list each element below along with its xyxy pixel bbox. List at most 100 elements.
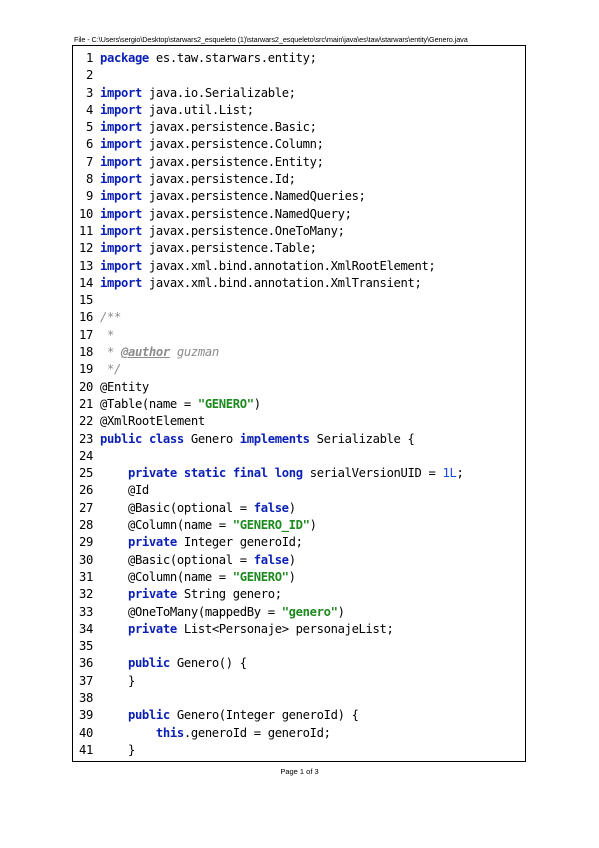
line-number: 8 bbox=[86, 172, 93, 187]
code-token bbox=[142, 432, 149, 446]
code-line: 18 * @author guzman bbox=[73, 344, 525, 361]
line-number: 14 bbox=[79, 275, 93, 290]
code-line: 32 private String genero; bbox=[73, 586, 525, 603]
code-token: import bbox=[100, 223, 142, 238]
line-number: 39 bbox=[79, 708, 93, 723]
line-number: 4 bbox=[86, 102, 93, 117]
code-token: import bbox=[100, 258, 142, 273]
code-text: import javax.persistence.Column; bbox=[100, 136, 324, 153]
code-token: /** bbox=[100, 310, 121, 325]
code-line: 2 bbox=[73, 67, 525, 84]
code-token: @Column(name = bbox=[100, 518, 233, 533]
line-number: 5 bbox=[86, 120, 93, 135]
code-line: 22@XmlRootElement bbox=[73, 413, 525, 430]
code-line: 10 import javax.persistence.NamedQuery; bbox=[73, 206, 525, 223]
code-token: ) bbox=[288, 552, 296, 567]
line-number: 10 bbox=[79, 206, 93, 221]
code-token: "GENERO" bbox=[197, 396, 254, 411]
code-token: Integer generoId; bbox=[176, 535, 303, 550]
code-line: 1 package es.taw.starwars.entity; bbox=[73, 50, 525, 67]
code-text: @Column(name = "GENERO") bbox=[100, 569, 296, 586]
code-token: } bbox=[100, 742, 135, 757]
code-line: 29 private Integer generoId; bbox=[73, 534, 525, 551]
code-token: ) bbox=[288, 500, 296, 515]
code-line: 26 @Id bbox=[73, 482, 525, 499]
code-token: es.taw.starwars.entity; bbox=[148, 51, 317, 65]
code-token: ) bbox=[253, 396, 261, 411]
code-line: 40 this.generoId = generoId; bbox=[73, 725, 525, 742]
code-text: import javax.xml.bind.annotation.XmlTran… bbox=[100, 275, 422, 292]
code-token: * bbox=[100, 327, 114, 342]
code-token: import bbox=[100, 120, 142, 135]
code-token: String genero; bbox=[176, 587, 282, 602]
line-number: 40 bbox=[79, 725, 93, 740]
code-text: /** bbox=[100, 309, 121, 326]
code-token bbox=[100, 466, 128, 480]
code-token: javax.persistence.Entity; bbox=[141, 154, 324, 169]
code-text: @XmlRootElement bbox=[100, 413, 205, 430]
code-token: serialVersionUID = bbox=[302, 466, 443, 481]
line-number: 26 bbox=[79, 483, 93, 498]
code-text: private String genero; bbox=[100, 586, 282, 603]
code-line: 4 import java.util.List; bbox=[73, 102, 525, 119]
code-token: } bbox=[100, 673, 135, 688]
line-number: 29 bbox=[79, 535, 93, 550]
code-token: package bbox=[100, 51, 149, 65]
code-text: package es.taw.starwars.entity; bbox=[100, 50, 317, 67]
code-text: public Genero() { bbox=[100, 655, 247, 672]
code-token: @Basic(optional = bbox=[100, 500, 254, 515]
code-token: final bbox=[232, 466, 268, 481]
line-number: 13 bbox=[79, 258, 93, 273]
line-number: 27 bbox=[79, 500, 93, 515]
page-number: Page 1 of 3 bbox=[280, 767, 319, 776]
code-token: ; bbox=[456, 466, 464, 481]
code-token: import bbox=[100, 206, 142, 221]
code-line: 20@Entity bbox=[73, 379, 525, 396]
line-number: 32 bbox=[79, 587, 93, 602]
code-text: @Table(name = "GENERO") bbox=[100, 396, 261, 413]
code-token: javax.persistence.Column; bbox=[141, 137, 324, 152]
code-text: private List<Personaje> personajeList; bbox=[100, 621, 394, 638]
code-text: private Integer generoId; bbox=[100, 534, 303, 551]
code-token: java.io.Serializable; bbox=[141, 85, 296, 100]
code-token: ) bbox=[288, 569, 296, 584]
code-text: import java.util.List; bbox=[100, 102, 254, 119]
code-token: "GENERO_ID" bbox=[232, 518, 310, 533]
code-text: this.generoId = generoId; bbox=[100, 725, 331, 742]
line-number: 15 bbox=[79, 293, 93, 308]
code-token bbox=[226, 466, 233, 480]
code-token: * bbox=[100, 345, 121, 360]
line-number: 21 bbox=[79, 396, 93, 411]
line-number: 35 bbox=[79, 639, 93, 654]
code-line: 15 bbox=[73, 292, 525, 309]
code-line: 37 } bbox=[73, 673, 525, 690]
code-line: 39 public Genero(Integer generoId) { bbox=[73, 707, 525, 724]
code-token: 1L bbox=[442, 466, 457, 481]
code-token: long bbox=[274, 466, 303, 481]
code-token: ) bbox=[337, 604, 345, 619]
line-number: 33 bbox=[79, 604, 93, 619]
line-number: 12 bbox=[79, 241, 93, 256]
code-token: private bbox=[127, 587, 177, 602]
code-text: @OneToMany(mappedBy = "genero") bbox=[100, 604, 345, 621]
code-text: import javax.persistence.NamedQuery; bbox=[100, 206, 352, 223]
code-token: import bbox=[100, 85, 142, 100]
code-text: @Column(name = "GENERO_ID") bbox=[100, 517, 317, 534]
code-line: 30 @Basic(optional = false) bbox=[73, 552, 525, 569]
code-line: 38 bbox=[73, 690, 525, 707]
code-token: */ bbox=[100, 362, 121, 377]
code-token bbox=[177, 466, 184, 480]
code-token: implements bbox=[239, 431, 310, 446]
code-token: ) bbox=[309, 518, 317, 533]
code-text: import javax.persistence.Table; bbox=[100, 240, 317, 257]
line-number: 1 bbox=[86, 51, 93, 65]
code-line: 27 @Basic(optional = false) bbox=[73, 500, 525, 517]
code-line: 33 @OneToMany(mappedBy = "genero") bbox=[73, 604, 525, 621]
code-text: import java.io.Serializable; bbox=[100, 85, 296, 102]
code-token: Genero() { bbox=[169, 656, 247, 671]
line-number: 30 bbox=[79, 552, 93, 567]
